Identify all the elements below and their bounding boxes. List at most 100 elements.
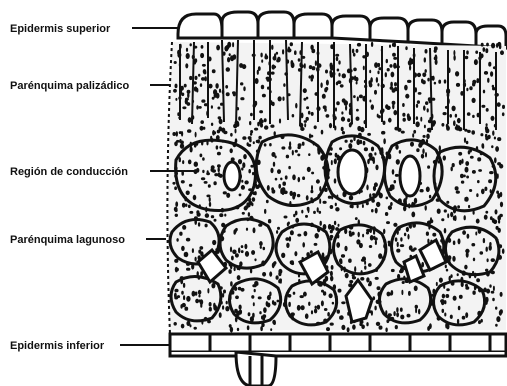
- chloroplast-dot: [338, 60, 340, 64]
- chloroplast-dot: [457, 273, 459, 276]
- chloroplast-dot: [330, 44, 333, 49]
- chloroplast-dot: [181, 291, 184, 295]
- chloroplast-dot: [330, 276, 333, 282]
- chloroplast-dot: [455, 114, 457, 118]
- chloroplast-dot: [354, 75, 356, 80]
- chloroplast-dot: [224, 214, 226, 217]
- chloroplast-dot: [180, 304, 182, 309]
- chloroplast-dot: [350, 205, 353, 208]
- chloroplast-dot: [469, 189, 472, 192]
- chloroplast-dot: [213, 181, 216, 185]
- chloroplast-dot: [307, 167, 311, 172]
- chloroplast-dot: [174, 141, 178, 146]
- chloroplast-dot: [263, 247, 266, 250]
- chloroplast-dot: [443, 112, 447, 115]
- chloroplast-dot: [308, 111, 311, 115]
- chloroplast-dot: [396, 249, 400, 253]
- chloroplast-dot: [434, 46, 438, 50]
- chloroplast-dot: [311, 185, 313, 190]
- chloroplast-dot: [186, 296, 190, 302]
- chloroplast-dot: [337, 69, 340, 72]
- chloroplast-dot: [496, 226, 499, 230]
- chloroplast-dot: [226, 193, 230, 198]
- chloroplast-dot: [387, 292, 391, 297]
- chloroplast-dot: [342, 73, 346, 78]
- chloroplast-dot: [280, 178, 282, 181]
- chloroplast-dot: [248, 312, 251, 316]
- chloroplast-dot: [223, 191, 227, 194]
- chloroplast-dot: [396, 307, 398, 312]
- chloroplast-dot: [452, 163, 455, 167]
- chloroplast-dot: [217, 152, 221, 156]
- chloroplast-dot: [223, 290, 226, 294]
- chloroplast-dot: [453, 120, 456, 126]
- chloroplast-dot: [464, 265, 467, 270]
- chloroplast-dot: [497, 162, 501, 165]
- chloroplast-dot: [336, 242, 340, 248]
- chloroplast-dot: [392, 53, 396, 57]
- chloroplast-dot: [334, 221, 336, 225]
- chloroplast-dot: [184, 252, 188, 257]
- chloroplast-dot: [315, 233, 319, 239]
- chloroplast-dot: [341, 111, 343, 114]
- chloroplast-dot: [212, 240, 216, 245]
- chloroplast-dot: [366, 277, 369, 282]
- chloroplast-dot: [374, 152, 376, 155]
- chloroplast-dot: [422, 148, 424, 154]
- chloroplast-dot: [381, 131, 385, 135]
- chloroplast-dot: [491, 291, 495, 294]
- chloroplast-dot: [369, 245, 372, 248]
- chloroplast-dot: [491, 43, 495, 49]
- chloroplast-dot: [376, 322, 380, 326]
- chloroplast-dot: [341, 127, 344, 131]
- chloroplast-dot: [459, 160, 462, 165]
- chloroplast-dot: [392, 169, 395, 175]
- chloroplast-dot: [255, 78, 259, 84]
- chloroplast-dot: [369, 70, 371, 74]
- chloroplast-dot: [363, 141, 366, 146]
- chloroplast-dot: [491, 145, 493, 148]
- chloroplast-dot: [457, 205, 460, 208]
- chloroplast-dot: [245, 251, 249, 257]
- chloroplast-dot: [183, 295, 185, 300]
- chloroplast-dot: [186, 48, 188, 52]
- chloroplast-dot: [248, 169, 251, 173]
- chloroplast-dot: [282, 182, 286, 186]
- upper-epidermis: [178, 12, 506, 48]
- chloroplast-dot: [340, 84, 344, 87]
- chloroplast-dot: [497, 42, 501, 47]
- chloroplast-dot: [462, 230, 466, 235]
- chloroplast-dot: [441, 218, 444, 221]
- chloroplast-dot: [397, 128, 401, 132]
- chloroplast-dot: [484, 187, 487, 191]
- chloroplast-dot: [216, 45, 220, 51]
- chloroplast-dot: [484, 215, 488, 220]
- chloroplast-dot: [226, 92, 230, 96]
- chloroplast-dot: [175, 267, 178, 273]
- chloroplast-dot: [432, 120, 436, 125]
- chloroplast-dot: [198, 106, 201, 109]
- chloroplast-dot: [442, 309, 445, 313]
- chloroplast-dot: [378, 63, 381, 67]
- chloroplast-dot: [190, 43, 192, 46]
- chloroplast-dot: [256, 140, 259, 143]
- chloroplast-dot: [196, 105, 198, 109]
- chloroplast-dot: [356, 117, 360, 121]
- chloroplast-dot: [420, 189, 424, 192]
- chloroplast-dot: [363, 66, 365, 71]
- chloroplast-dot: [288, 302, 291, 307]
- chloroplast-dot: [279, 119, 281, 124]
- chloroplast-dot: [206, 195, 210, 198]
- chloroplast-dot: [425, 152, 427, 157]
- chloroplast-dot: [474, 59, 478, 65]
- chloroplast-dot: [335, 107, 337, 111]
- chloroplast-dot: [304, 231, 308, 236]
- chloroplast-dot: [400, 244, 404, 247]
- chloroplast-dot: [304, 63, 306, 68]
- chloroplast-dot: [375, 208, 378, 214]
- chloroplast-dot: [470, 156, 474, 159]
- chloroplast-dot: [253, 141, 255, 144]
- chloroplast-dot: [416, 116, 418, 120]
- chloroplast-dot: [487, 78, 489, 83]
- chloroplast-dot: [494, 137, 496, 140]
